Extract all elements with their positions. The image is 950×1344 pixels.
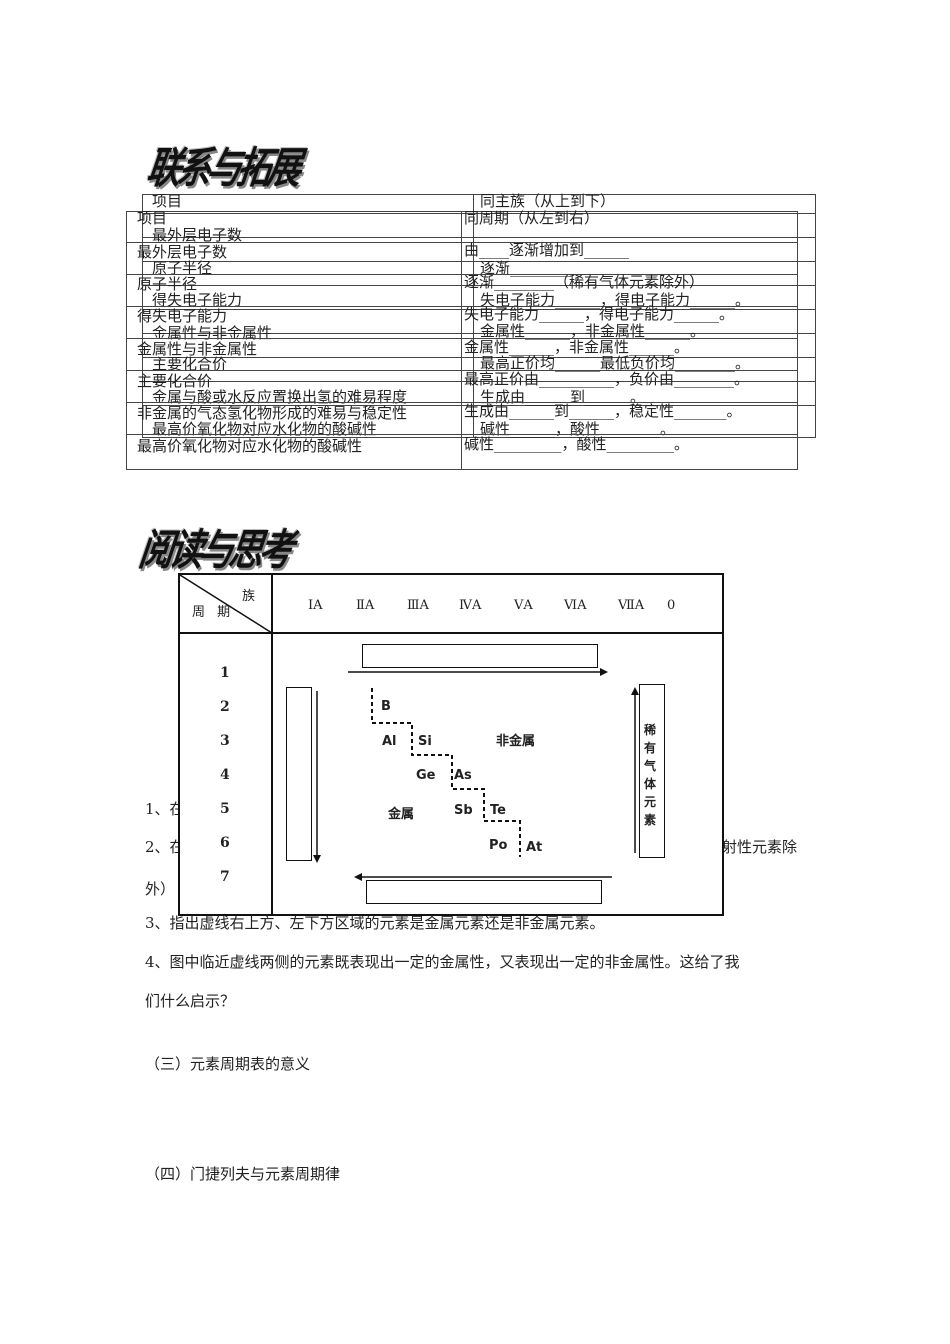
element-symbol: Po	[489, 838, 508, 853]
period-number: 3	[220, 733, 230, 749]
front-table-cell: 主要化合价	[137, 372, 213, 390]
question-2-text: 2、在	[145, 838, 185, 856]
question-4-line1: 4、图中临近虚线两侧的元素既表现出一定的金属性，又表现出一定的非金属性。这给了我	[145, 953, 740, 971]
back-table-cell: 主要化合价	[152, 355, 228, 373]
back-table-cell: 失电子能力______，得电子能力______。	[480, 291, 751, 309]
group-header: ⅠA	[308, 598, 323, 613]
group-header: 0	[667, 598, 676, 613]
question-1-text: 1、在	[145, 800, 185, 818]
question-2-end: 外）	[145, 880, 176, 898]
front-table-cell: 由____逐渐增加到______	[464, 241, 630, 259]
period-number: 6	[220, 835, 230, 851]
front-table-cell: 最高价氧化物对应水化物的酸碱性	[137, 437, 363, 455]
back-table-cell: 原子半径	[152, 259, 213, 277]
front-table-cell: 失电子能力______，得电子能力______。	[464, 305, 735, 323]
element-symbol: Ge	[416, 768, 436, 783]
group-header: ⅤA	[514, 598, 533, 613]
front-table-cell: 逐渐________（稀有气体元素除外）	[464, 273, 705, 291]
element-symbol: Sb	[454, 803, 473, 818]
back-table-cell: 项目	[152, 192, 183, 210]
question-3-text: 3、指出虚线右上方、左下方区域的元素是金属元素还是非金属元素。	[145, 914, 605, 932]
right-noble-box	[639, 684, 665, 858]
figure-lines	[180, 575, 722, 914]
group-header: ⅦA	[618, 598, 645, 613]
front-table-cell: 金属性与非金属性	[137, 340, 258, 358]
group-header: ⅥA	[564, 598, 587, 613]
section-heading-connection: 联系与拓展	[143, 143, 301, 194]
back-table-cell: 碱性______，酸性________。	[480, 420, 676, 438]
group-header: ⅢA	[407, 598, 429, 613]
period-number: 4	[220, 767, 230, 783]
front-table-cell: 碱性_________，酸性_________。	[464, 435, 690, 453]
period-number: 2	[220, 699, 230, 715]
back-table-cell: 最外层电子数	[152, 226, 243, 244]
element-symbol: B	[381, 699, 391, 714]
period-number: 7	[220, 869, 230, 885]
front-table-cell: 同周期（从左到右）	[464, 209, 600, 227]
bottom-blank-box	[366, 880, 602, 904]
element-symbol: At	[526, 840, 543, 855]
question-2-tail: 射性元素除	[722, 838, 798, 856]
group-header: ⅣA	[459, 598, 482, 613]
periodic-table-figure: 族 周 期 ⅠA ⅡA ⅢA ⅣA ⅤA ⅥA ⅦA 0 1 2 3 4 5 6…	[178, 573, 724, 916]
group-header: ⅡA	[356, 598, 375, 613]
back-table-cell: 同主族（从上到下）	[480, 192, 616, 210]
top-blank-box	[362, 644, 598, 668]
back-table-cell: 最高正价均______最低负价均________。	[480, 354, 751, 372]
section-3-title: （三）元素周期表的意义	[145, 1055, 311, 1073]
element-symbol: Te	[490, 803, 506, 818]
element-symbol: Si	[418, 734, 432, 749]
front-table-cell: 非金属的气态氢化物形成的难易与稳定性	[137, 404, 408, 422]
front-table-cell: 金属性______，非金属性______。	[464, 338, 690, 356]
back-table-cell: 得失电子能力	[152, 291, 243, 309]
front-table-cell: 生成由______到______，稳定性_______。	[464, 402, 742, 420]
element-symbol: As	[454, 768, 472, 783]
front-table	[126, 211, 798, 470]
section-heading-reading: 阅读与思考	[135, 525, 293, 576]
nonmetal-region-label: 非金属	[496, 734, 536, 749]
left-blank-box	[286, 687, 312, 861]
front-table-cell: 最高正价由__________，负价由________。	[464, 370, 750, 388]
back-table	[142, 194, 816, 438]
back-table-cell: 最高价氧化物对应水化物的酸碱性	[152, 420, 378, 438]
front-table-cell: 最外层电子数	[137, 243, 228, 261]
period-number: 1	[220, 665, 230, 681]
corner-period-label: 周 期	[192, 605, 235, 620]
noble-gas-label: 稀有气体元素	[644, 723, 657, 827]
corner-group-label: 族	[242, 589, 256, 604]
element-symbol: Al	[382, 734, 397, 749]
back-table-cell: 金属性与非金属性	[152, 324, 273, 342]
back-table-cell: 金属性______，非金属性______。	[480, 322, 706, 340]
period-number: 5	[220, 801, 230, 817]
back-table-cell: 逐渐________	[480, 259, 571, 277]
section-4-title: （四）门捷列夫与元素周期律	[145, 1165, 341, 1183]
back-table-cell: 金属与酸或水反应置换出氢的难易程度	[152, 388, 408, 406]
back-table-cell: 生成由______到______。	[480, 388, 646, 406]
question-4-line2: 们什么启示？	[145, 992, 236, 1010]
front-table-cell: 项目	[137, 209, 168, 227]
front-table-cell: 得失电子能力	[137, 307, 228, 325]
metal-region-label: 金属	[388, 807, 415, 822]
front-table-cell: 原子半径	[137, 275, 198, 293]
